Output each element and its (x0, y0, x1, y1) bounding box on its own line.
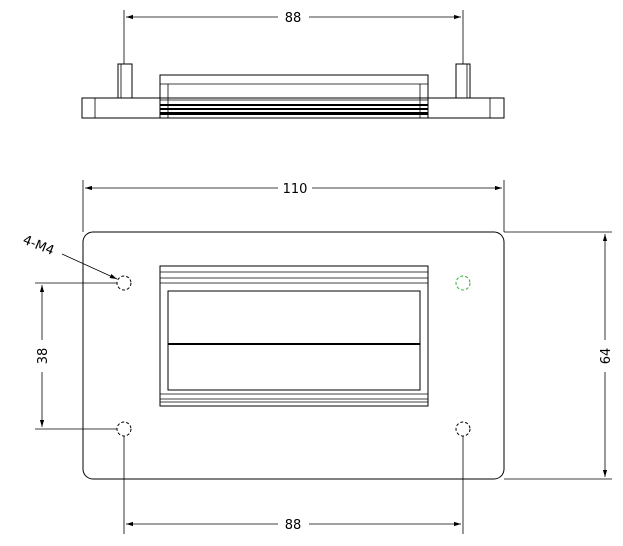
front-view: 110 4-M4 38 (21, 180, 614, 534)
display-window (159, 265, 429, 407)
mount-hole-bottom-left (116, 421, 132, 437)
dim-top-pin-spacing: 88 (285, 11, 302, 26)
dim-bottom-hole-spacing: 88 (285, 518, 302, 533)
mount-hole-bottom-right (455, 421, 471, 437)
bezel-side (159, 74, 429, 119)
mount-hole-top-right (455, 275, 471, 291)
callout-holes-label: 4-M4 (21, 233, 57, 259)
dim-overall-width: 110 (283, 182, 308, 197)
side-view: 88 (81, 10, 505, 119)
dim-vertical-hole-spacing: 38 (36, 348, 51, 365)
base-plate-front (82, 231, 505, 480)
mount-hole-top-left (116, 275, 132, 291)
dim-overall-height: 64 (599, 348, 614, 365)
left-pin (117, 63, 133, 99)
right-pin (455, 63, 471, 99)
hole-callout: 4-M4 (21, 233, 118, 280)
